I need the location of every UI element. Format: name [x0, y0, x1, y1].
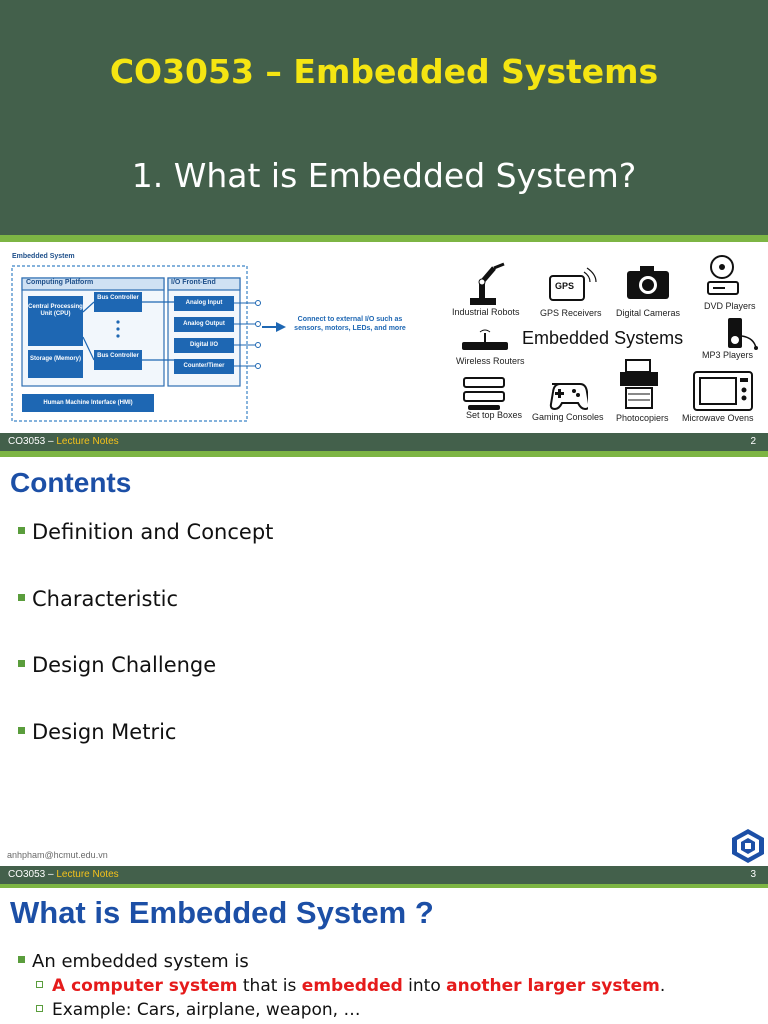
slide3-subbullet-definition: A computer system that is embedded into …	[36, 976, 665, 996]
slide3-subbullet-example: Example: Cars, airplane, weapon, …	[36, 1000, 360, 1020]
footer-course: CO3053 –	[8, 869, 57, 880]
analog-output: Analog Output	[183, 321, 225, 327]
embedded-devices-collage: Industrial Robots GPS GPS Receivers Digi…	[448, 250, 766, 430]
bullet-icon	[18, 526, 25, 534]
counter-timer: Counter/Timer	[183, 363, 225, 369]
diagram-title: Embedded System	[12, 253, 75, 260]
university-logo-icon	[732, 829, 764, 863]
io-front-end-label: I/O Front-End	[171, 279, 216, 286]
label-gps-receivers: GPS Receivers	[540, 308, 602, 318]
gps-badge: GPS	[555, 281, 575, 291]
embedded-system-diagram: Embedded System Computing Platform I/O F…	[8, 252, 440, 427]
label-wireless-routers: Wireless Routers	[456, 356, 525, 366]
diagram-shapes	[11, 265, 286, 422]
bullet-icon	[18, 593, 25, 601]
industrial-robot-icon	[470, 262, 505, 305]
label-microwave-ovens: Microwave Ovens	[682, 413, 754, 423]
cpu-block: Central Processing Unit (CPU)	[28, 304, 83, 317]
computing-platform-label: Computing Platform	[26, 279, 94, 286]
bullet-icon	[18, 726, 25, 734]
footer-notes: Lecture Notes	[56, 436, 119, 447]
connect-external-io-text: Connect to external I/O such as sensors,…	[294, 316, 406, 332]
label-gaming-consoles: Gaming Consoles	[532, 412, 604, 422]
slide1-title: CO3053 – Embedded Systems	[109, 52, 659, 91]
page-number: 2	[750, 436, 756, 447]
label-mp3-players: MP3 Players	[702, 350, 754, 360]
bus-controller-1: Bus Controller	[97, 295, 139, 301]
set-top-box-icon	[463, 377, 505, 410]
bullet-icon	[18, 659, 25, 667]
contents-item: Design Metric	[18, 720, 176, 744]
storage-block: Storage (Memory)	[29, 356, 81, 362]
embedded-systems-label: Embedded Systems	[522, 328, 684, 348]
sub-bullet-icon	[36, 1004, 43, 1012]
author-email: anhpham@hcmut.edu.vn	[7, 850, 108, 860]
sub-bullet-icon	[36, 980, 43, 988]
slide1-header	[0, 0, 768, 235]
contents-title: Contents	[10, 467, 132, 498]
bus-controller-2: Bus Controller	[97, 353, 139, 359]
mp3-player-icon	[728, 318, 758, 350]
digital-io: Digital I/O	[189, 342, 218, 348]
microwave-oven-icon	[693, 371, 753, 411]
green-stripe	[0, 235, 768, 242]
label-set-top-boxes: Set top Boxes	[466, 410, 523, 420]
gps-receiver-icon	[549, 267, 597, 301]
contents-item: Characteristic	[18, 587, 178, 611]
slide2-footer: CO3053 – Lecture Notes 3	[0, 866, 768, 884]
contents-item: Definition and Concept	[18, 520, 273, 544]
slide1-subtitle: 1. What is Embedded System?	[131, 156, 637, 195]
footer-course: CO3053 –	[8, 436, 57, 447]
wireless-router-icon	[462, 329, 508, 350]
slide1-footer: CO3053 – Lecture Notes 2	[0, 433, 768, 451]
dvd-player-icon	[707, 255, 739, 295]
footer-stripe	[0, 884, 768, 888]
label-dvd-players: DVD Players	[704, 301, 756, 311]
hmi-block: Human Machine Interface (HMI)	[43, 400, 133, 406]
gaming-console-icon	[549, 383, 588, 410]
label-photocopiers: Photocopiers	[616, 413, 669, 423]
contents-item: Design Challenge	[18, 653, 216, 677]
analog-input: Analog Input	[185, 300, 223, 306]
footer-stripe	[0, 451, 768, 457]
slide3-bullet: An embedded system is	[18, 951, 249, 972]
label-industrial-robots: Industrial Robots	[452, 307, 520, 317]
digital-camera-icon	[627, 266, 669, 299]
bullet-icon	[18, 955, 25, 963]
label-digital-cameras: Digital Cameras	[616, 308, 681, 318]
slide3-title: What is Embedded System ?	[10, 895, 434, 930]
photocopier-icon	[620, 359, 658, 409]
footer-notes: Lecture Notes	[56, 869, 119, 880]
page-number: 3	[750, 869, 756, 880]
